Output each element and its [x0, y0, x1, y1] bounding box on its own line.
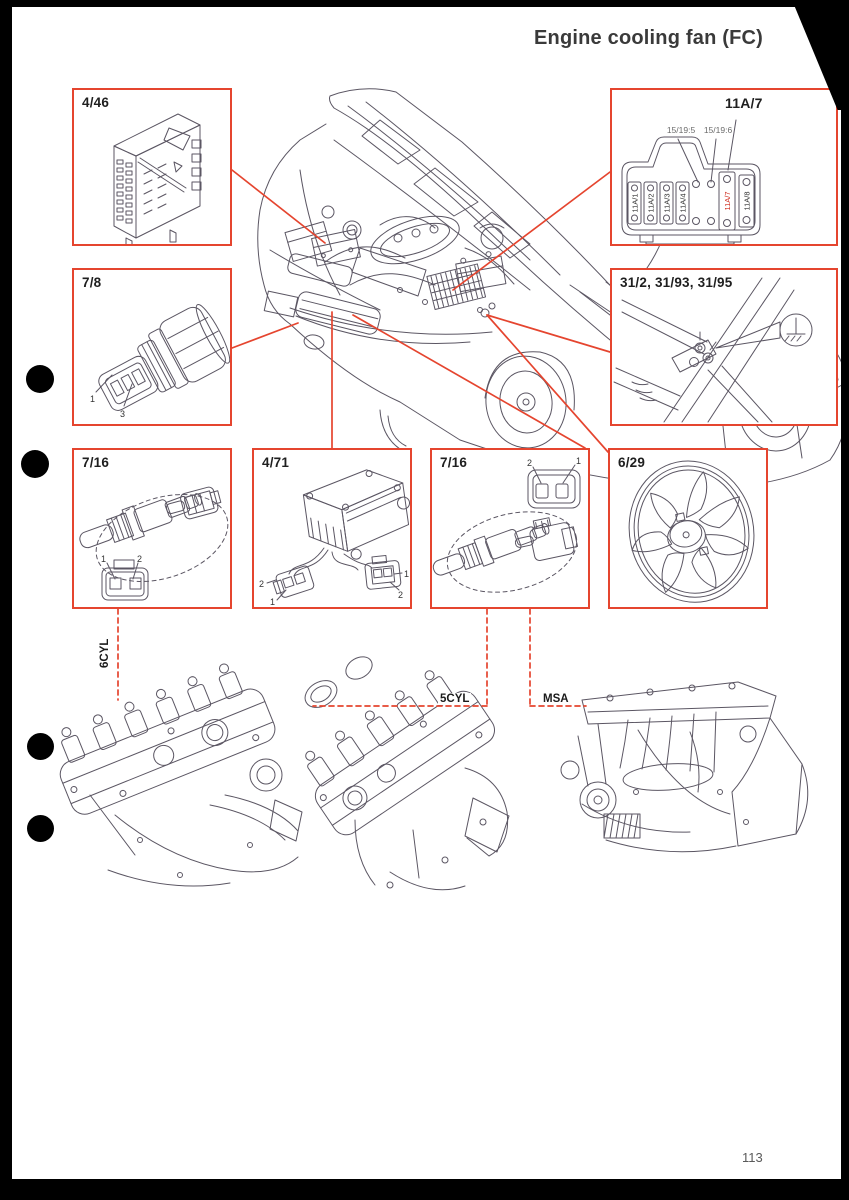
callout-fuse-panel: 11A/7 15/19:5 15/19:6 11A/1 11A/2: [610, 88, 838, 246]
cooling-fan-drawing: [628, 460, 755, 603]
binder-hole-4: [27, 815, 54, 842]
coolant-sensor-right-pin-1: 1: [576, 456, 581, 466]
ground-points-drawing: [613, 277, 813, 423]
fuse-label-11a2: 11A/2: [647, 193, 656, 212]
coolant-sensor-right-label: 7/16: [440, 455, 468, 470]
fuse-label-11a4: 11A/4: [679, 193, 688, 212]
callout-coolant-sensor-right: 7/16 2 1: [430, 448, 590, 609]
engine-label-5cyl: 5CYL: [438, 693, 472, 705]
terminal-label-15-19-5: 15/19:5: [667, 125, 696, 135]
ecu-drawing: [113, 113, 202, 244]
leader-lines: [231, 169, 611, 453]
frame-right: [841, 0, 849, 1200]
fuse-panel-label: 11A/7: [725, 95, 763, 111]
relay-module-label: 4/71: [262, 455, 290, 470]
callout-pressure-switch: 7/8 1 3: [72, 268, 232, 426]
callout-cooling-fan: 6/29: [608, 448, 768, 609]
binder-hole-2: [21, 450, 49, 478]
callout-ground-points: 31/2, 31/93, 31/95: [610, 268, 838, 426]
relay-left-pin-2: 2: [259, 579, 264, 589]
fuse-label-11a8: 11A/8: [743, 191, 752, 210]
coolant-sensor-left-pin-2: 2: [137, 554, 142, 564]
relay-right-pin-1: 1: [404, 569, 409, 579]
binder-hole-3: [27, 733, 54, 760]
engine-msa-drawing: [560, 681, 809, 853]
coolant-sensor-left-pin-1: 1: [101, 554, 106, 564]
binder-hole-1: [26, 365, 54, 393]
pressure-switch-pin-1: 1: [90, 394, 95, 404]
frame-top: [0, 0, 849, 7]
fuse-panel-drawing: 15/19:5 15/19:6 11A/1 11A/2 11A/3: [621, 119, 761, 244]
coolant-sensor-right-pin-2: 2: [527, 458, 532, 468]
pressure-switch-label: 7/8: [82, 275, 102, 290]
ground-symbol: [784, 317, 806, 342]
callout-relay-module: 4/71: [252, 448, 412, 609]
frame-bottom: [0, 1179, 849, 1200]
engine-link-lines: [117, 608, 587, 707]
coolant-sensor-left-drawing: 1 2: [79, 486, 229, 601]
engine-label-msa: MSA: [541, 693, 571, 705]
callout-coolant-sensor-left: 7/16: [72, 448, 232, 609]
coolant-sensor-left-label: 7/16: [82, 455, 110, 470]
frame-left: [0, 0, 12, 1200]
fuse-label-11a3: 11A/3: [663, 193, 672, 212]
engine-5cyl-drawing: [304, 656, 510, 891]
page-number: 113: [742, 1150, 763, 1165]
page-title: Engine cooling fan (FC): [534, 27, 764, 49]
relay-right-pin-2: 2: [398, 590, 403, 600]
bay-ecu: [311, 229, 361, 267]
engine-label-6cyl: 6CYL: [99, 636, 111, 670]
relay-module-drawing: 1 2 2 1: [259, 469, 410, 607]
pressure-switch-drawing: 1 3: [90, 304, 230, 419]
engine-6cyl-drawing: [59, 663, 303, 887]
fuse-label-11a1: 11A/1: [631, 193, 640, 212]
relay-left-pin-1: 1: [270, 597, 275, 607]
callout-ecu: 4/46: [72, 88, 232, 246]
coolant-sensor-right-drawing: 2 1: [432, 456, 581, 593]
fuse-label-11a7: 11A/7: [723, 191, 732, 210]
cooling-fan-label: 6/29: [618, 455, 646, 470]
ecu-label: 4/46: [82, 95, 110, 110]
terminal-label-15-19-6: 15/19:6: [704, 125, 733, 135]
pressure-switch-pin-3: 3: [120, 409, 125, 419]
ground-points-label: 31/2, 31/93, 31/95: [620, 275, 733, 290]
